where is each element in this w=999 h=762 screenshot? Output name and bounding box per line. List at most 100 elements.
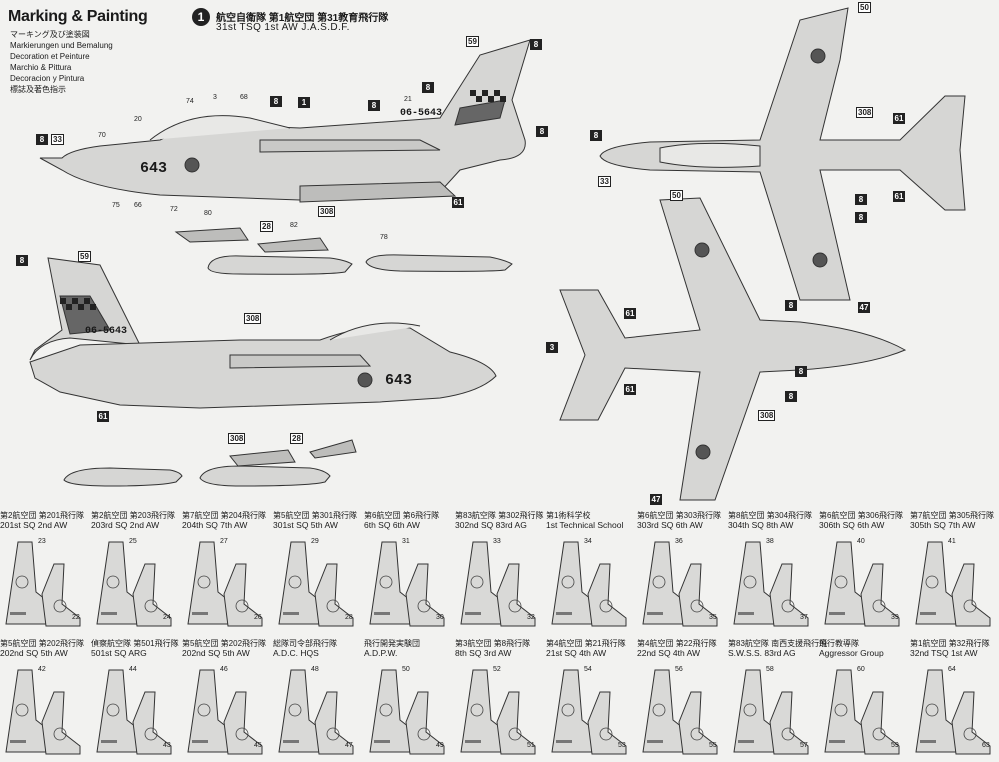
decal-number-fin: 47 (345, 742, 353, 749)
squadron-name-jp: 第1航空団 第32飛行隊 (910, 639, 990, 648)
tail-fin-drawing (551, 669, 627, 755)
squadron-name-jp: 第8航空団 第304飛行隊 (728, 511, 813, 520)
top-view (599, 7, 966, 301)
decal-number-fin: 43 (163, 742, 171, 749)
paint-code-59: 59 (78, 251, 91, 262)
decal-number-fin: 54 (584, 666, 592, 673)
paint-code-61: 61 (624, 308, 636, 319)
language-heading-zh: 標誌及著色指示 (10, 85, 66, 94)
paint-code-8: 8 (530, 39, 542, 50)
tail-fin-drawing (187, 541, 263, 627)
callout-number: 20 (134, 116, 142, 123)
decal-number-fin: 35 (709, 614, 717, 621)
aircraft-drawings (29, 7, 966, 501)
decal-number-fin: 31 (402, 538, 410, 545)
decal-number-fin: 40 (857, 538, 865, 545)
side-view-left-facing (39, 39, 531, 203)
decal-number-fin: 33 (493, 538, 501, 545)
paint-code-8: 8 (590, 130, 602, 141)
decal-number-fin: 28 (345, 614, 353, 621)
squadron-name-en: 306th SQ 6th AW (819, 520, 885, 530)
paint-code-8: 8 (855, 194, 867, 205)
tail-fin-drawing (96, 669, 172, 755)
callout-number: 78 (380, 234, 388, 241)
squadron-name-en: 201st SQ 2nd AW (0, 520, 68, 530)
callout-number: 21 (404, 96, 412, 103)
squadron-name-jp: 第6航空団 第303飛行隊 (637, 511, 722, 520)
paint-code-8: 8 (36, 134, 48, 145)
squadron-name-en: A.D.C. HQS (273, 648, 319, 658)
decal-number-fin: 48 (311, 666, 319, 673)
squadron-name-en: 8th SQ 3rd AW (455, 648, 512, 658)
squadron-name-jp: 偵察航空隊 第501飛行隊 (91, 639, 179, 648)
tail-fin-drawing (460, 669, 536, 755)
squadron-name-en: 21st SQ 4th AW (546, 648, 607, 658)
squadron-name-en: 22nd SQ 4th AW (637, 648, 700, 658)
squadron-name-jp: 第3航空団 第8飛行隊 (455, 639, 531, 648)
callout-number: 72 (170, 206, 178, 213)
squadron-name-jp: 第5航空団 第202飛行隊 (0, 639, 85, 648)
paint-code-8: 8 (270, 96, 282, 107)
paint-code-8: 8 (16, 255, 28, 266)
language-heading-fr: Decoration et Peinture (10, 52, 90, 61)
paint-code-61: 61 (893, 191, 905, 202)
paint-code-47: 47 (650, 494, 662, 505)
squadron-name-jp: 第7航空団 第305飛行隊 (910, 511, 995, 520)
tail-fin-drawing (369, 669, 445, 755)
decal-number-fin: 60 (857, 666, 865, 673)
squadron-name-jp: 第2航空団 第201飛行隊 (0, 511, 85, 520)
squadron-name-jp: 総隊司令部飛行隊 (273, 639, 337, 648)
tail-number-upper: 06-5643 (400, 108, 443, 119)
callout-number: 75 (112, 202, 120, 209)
paint-code-8: 8 (536, 126, 548, 137)
squadron-name-en: 305th SQ 7th AW (910, 520, 976, 530)
paint-code-8: 8 (855, 212, 867, 223)
decal-number-fin: 45 (254, 742, 262, 749)
squadron-name-en: Aggressor Group (819, 648, 884, 658)
paint-code-8: 8 (368, 100, 380, 111)
decal-number-fin: 57 (800, 742, 808, 749)
decal-number-fin: 56 (675, 666, 683, 673)
decal-number-fin: 64 (948, 666, 956, 673)
squadron-name-en: S.W.S.S. 83rd AG (728, 648, 796, 658)
decal-number-fin: 50 (402, 666, 410, 673)
squadron-name-jp: 第1術科学校 (546, 511, 591, 520)
squadron-name-en: 304th SQ 8th AW (728, 520, 794, 530)
decal-number-fin: 34 (584, 538, 592, 545)
paint-code-47: 47 (858, 302, 870, 313)
paint-code-50: 50 (670, 190, 683, 201)
decal-number-fin: 25 (129, 538, 137, 545)
paint-code-1: 1 (298, 97, 310, 108)
squadron-name-jp: 第6航空団 第6飛行隊 (364, 511, 440, 520)
callout-number: 82 (290, 222, 298, 229)
tail-fin-drawing (733, 541, 809, 627)
decal-number-fin: 46 (220, 666, 228, 673)
tail-fin-drawing (369, 541, 445, 627)
squadron-name-jp: 第4航空団 第21飛行隊 (546, 639, 626, 648)
decal-number-fin: 30 (436, 614, 444, 621)
paint-code-61: 61 (452, 197, 464, 208)
step-number-badge: 1 (192, 8, 210, 26)
tail-fin-drawing (915, 541, 991, 627)
tail-fin-drawing (278, 541, 354, 627)
tail-fin-drawing (642, 669, 718, 755)
decal-number-fin: 63 (982, 742, 990, 749)
squadron-name-jp: 飛行教導隊 (819, 639, 859, 648)
paint-code-8: 8 (785, 300, 797, 311)
callout-number: 80 (204, 210, 212, 217)
squadron-name-jp: 飛行開発実験団 (364, 639, 420, 648)
tail-fin-drawing (824, 541, 900, 627)
